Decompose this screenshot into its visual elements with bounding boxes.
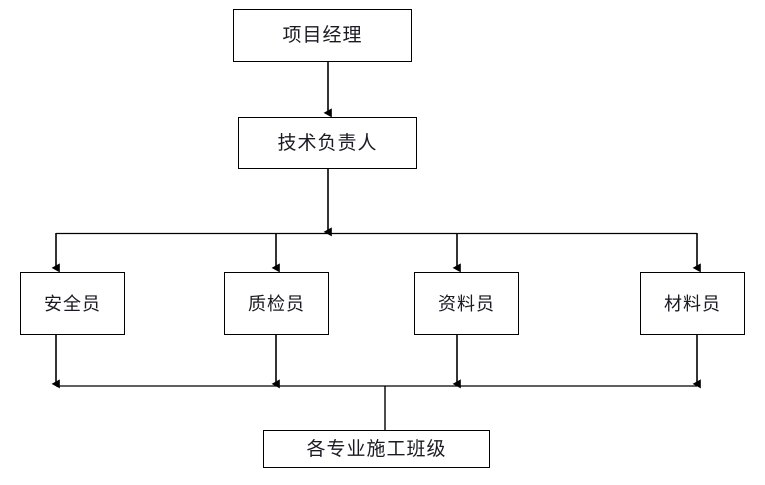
node-construction-teams-label: 各专业施工班级 [306, 438, 447, 460]
node-quality-inspector-label: 质检员 [248, 293, 305, 314]
node-document-clerk[interactable]: 资料员 [414, 272, 519, 335]
node-materials-clerk-label: 材料员 [664, 293, 721, 314]
node-technical-director[interactable]: 技术负责人 [238, 117, 417, 169]
node-construction-teams[interactable]: 各专业施工班级 [263, 430, 490, 468]
node-document-clerk-label: 资料员 [438, 293, 495, 314]
node-project-manager[interactable]: 项目经理 [233, 9, 412, 62]
node-safety-officer-label: 安全员 [44, 293, 101, 314]
node-safety-officer[interactable]: 安全员 [20, 272, 125, 335]
node-project-manager-label: 项目经理 [282, 25, 363, 46]
node-technical-director-label: 技术负责人 [277, 132, 378, 154]
node-quality-inspector[interactable]: 质检员 [224, 272, 329, 335]
node-materials-clerk[interactable]: 材料员 [640, 272, 745, 335]
